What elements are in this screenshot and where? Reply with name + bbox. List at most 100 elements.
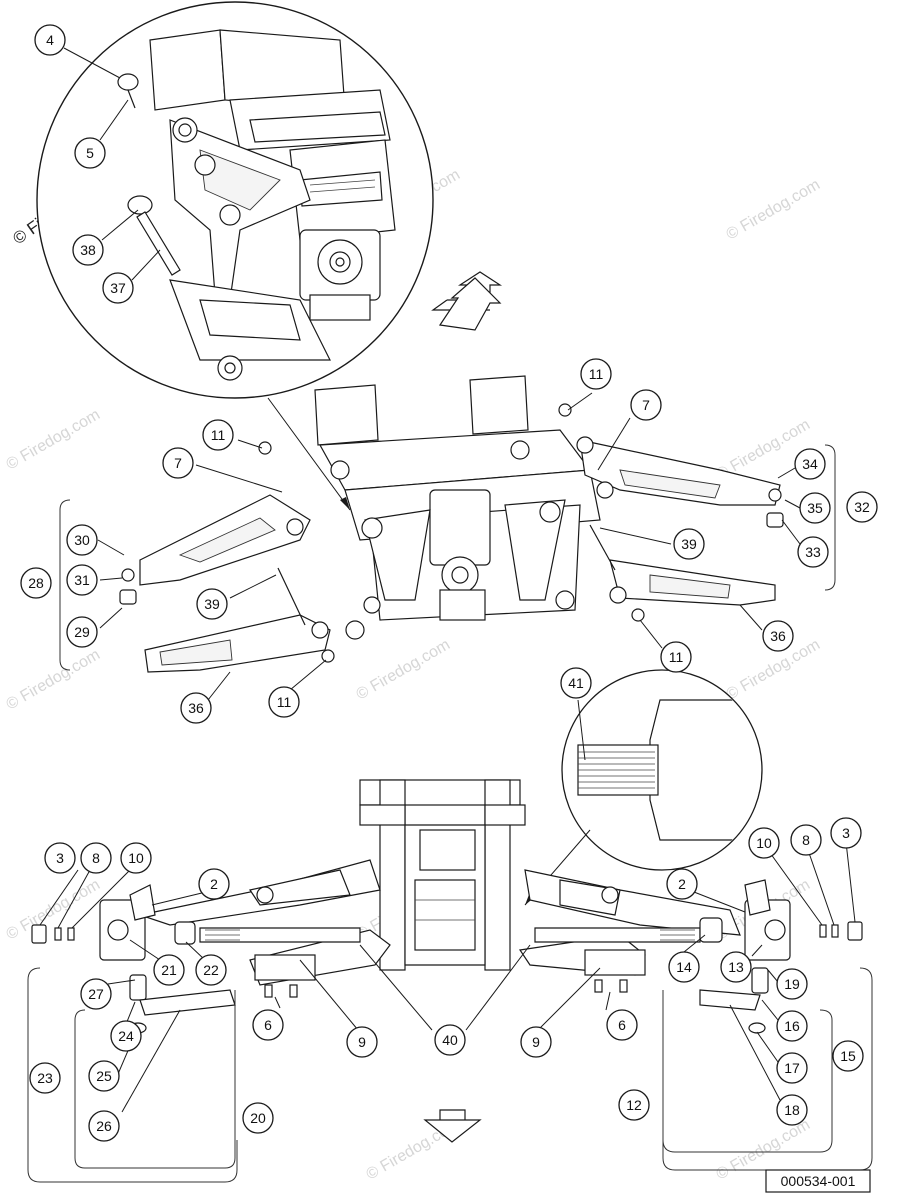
svg-text:10: 10 xyxy=(128,850,144,866)
svg-text:28: 28 xyxy=(28,575,44,591)
svg-text:26: 26 xyxy=(96,1118,112,1134)
svg-text:39: 39 xyxy=(681,536,697,552)
svg-text:24: 24 xyxy=(118,1028,134,1044)
front-suspension-assembly xyxy=(119,375,784,673)
bracket-group-15 xyxy=(662,967,873,1171)
spline-detail xyxy=(561,669,763,871)
watermark: © Firedog.com xyxy=(4,876,104,943)
callout-19: 19 xyxy=(776,968,808,1000)
callout-7: 7 xyxy=(630,389,662,421)
callout-11: 11 xyxy=(580,358,612,390)
callout-14: 14 xyxy=(668,951,700,983)
svg-text:7: 7 xyxy=(642,397,650,413)
svg-text:35: 35 xyxy=(807,500,823,516)
svg-text:30: 30 xyxy=(74,532,90,548)
callout-6: 6 xyxy=(606,1009,638,1041)
callout-8: 8 xyxy=(790,824,822,856)
callout-21: 21 xyxy=(153,954,185,986)
callout-40: 40 xyxy=(434,1024,466,1056)
svg-text:12: 12 xyxy=(626,1097,642,1113)
svg-text:2: 2 xyxy=(210,876,218,892)
detail-leader xyxy=(267,397,351,511)
callout-22: 22 xyxy=(195,954,227,986)
callouts: 4 5 38 37 11 7 11 7 34 35 32 33 39 30 31… xyxy=(20,24,878,1142)
svg-text:6: 6 xyxy=(264,1017,272,1033)
svg-text:14: 14 xyxy=(676,959,692,975)
callout-9: 9 xyxy=(520,1026,552,1058)
svg-text:10: 10 xyxy=(756,835,772,851)
svg-text:33: 33 xyxy=(805,544,821,560)
svg-text:8: 8 xyxy=(92,850,100,866)
bracket-group-23 xyxy=(74,990,236,1169)
callout-11: 11 xyxy=(268,686,300,718)
callout-31: 31 xyxy=(66,564,98,596)
callout-3: 3 xyxy=(44,842,76,874)
callout-33: 33 xyxy=(797,536,829,568)
svg-text:11: 11 xyxy=(669,649,684,665)
callout-37: 37 xyxy=(102,272,134,304)
watermark: © Firedog.com xyxy=(4,406,104,473)
leader-lines xyxy=(39,47,856,1113)
svg-text:31: 31 xyxy=(74,572,90,588)
callout-6: 6 xyxy=(252,1009,284,1041)
callout-29: 29 xyxy=(66,616,98,648)
svg-text:20: 20 xyxy=(250,1110,266,1126)
callout-23: 23 xyxy=(29,1062,61,1094)
svg-text:3: 3 xyxy=(842,825,850,841)
callout-30: 30 xyxy=(66,524,98,556)
svg-text:34: 34 xyxy=(802,456,818,472)
svg-text:5: 5 xyxy=(86,145,94,161)
callout-5: 5 xyxy=(74,137,106,169)
bracket-group-12 xyxy=(662,990,833,1153)
callout-35: 35 xyxy=(799,492,831,524)
svg-text:27: 27 xyxy=(88,986,104,1002)
svg-text:36: 36 xyxy=(188,700,204,716)
callout-41: 41 xyxy=(560,667,592,699)
callout-38: 38 xyxy=(72,234,104,266)
callout-10: 10 xyxy=(748,827,780,859)
svg-text:41: 41 xyxy=(568,675,584,691)
svg-text:2: 2 xyxy=(678,876,686,892)
callout-12: 12 xyxy=(618,1089,650,1121)
forward-arrow xyxy=(438,277,502,331)
svg-text:39: 39 xyxy=(204,596,220,612)
callout-8: 8 xyxy=(80,842,112,874)
callout-17: 17 xyxy=(776,1052,808,1084)
detail-magnifier xyxy=(36,1,434,399)
callout-24: 24 xyxy=(110,1020,142,1052)
callout-32: 32 xyxy=(846,491,878,523)
svg-text:16: 16 xyxy=(784,1018,800,1034)
svg-text:21: 21 xyxy=(161,962,177,978)
callout-36: 36 xyxy=(762,620,794,652)
watermark: © Firedog.com xyxy=(4,646,104,713)
callout-16: 16 xyxy=(776,1010,808,1042)
svg-text:19: 19 xyxy=(784,976,800,992)
svg-text:6: 6 xyxy=(618,1017,626,1033)
reference-number-box: 000534-001 xyxy=(765,1169,871,1193)
svg-text:25: 25 xyxy=(96,1068,112,1084)
svg-text:7: 7 xyxy=(174,455,182,471)
callout-28: 28 xyxy=(20,567,52,599)
svg-text:4: 4 xyxy=(46,32,54,48)
callout-15: 15 xyxy=(832,1040,864,1072)
svg-text:9: 9 xyxy=(532,1034,540,1050)
callout-34: 34 xyxy=(794,448,826,480)
svg-text:40: 40 xyxy=(442,1032,458,1048)
svg-text:17: 17 xyxy=(784,1060,800,1076)
callout-4: 4 xyxy=(34,24,66,56)
svg-text:8: 8 xyxy=(802,832,810,848)
svg-text:9: 9 xyxy=(358,1034,366,1050)
callout-2: 2 xyxy=(198,868,230,900)
svg-text:13: 13 xyxy=(728,959,744,975)
svg-text:11: 11 xyxy=(211,427,226,443)
callout-9: 9 xyxy=(346,1026,378,1058)
watermark: © Firedog.com xyxy=(354,636,454,703)
callout-3: 3 xyxy=(830,817,862,849)
callout-13: 13 xyxy=(720,951,752,983)
svg-text:3: 3 xyxy=(56,850,64,866)
svg-text:11: 11 xyxy=(589,366,604,382)
callout-18: 18 xyxy=(776,1094,808,1126)
svg-text:38: 38 xyxy=(80,242,96,258)
callout-39: 39 xyxy=(196,588,228,620)
reference-number: 000534-001 xyxy=(781,1173,856,1189)
